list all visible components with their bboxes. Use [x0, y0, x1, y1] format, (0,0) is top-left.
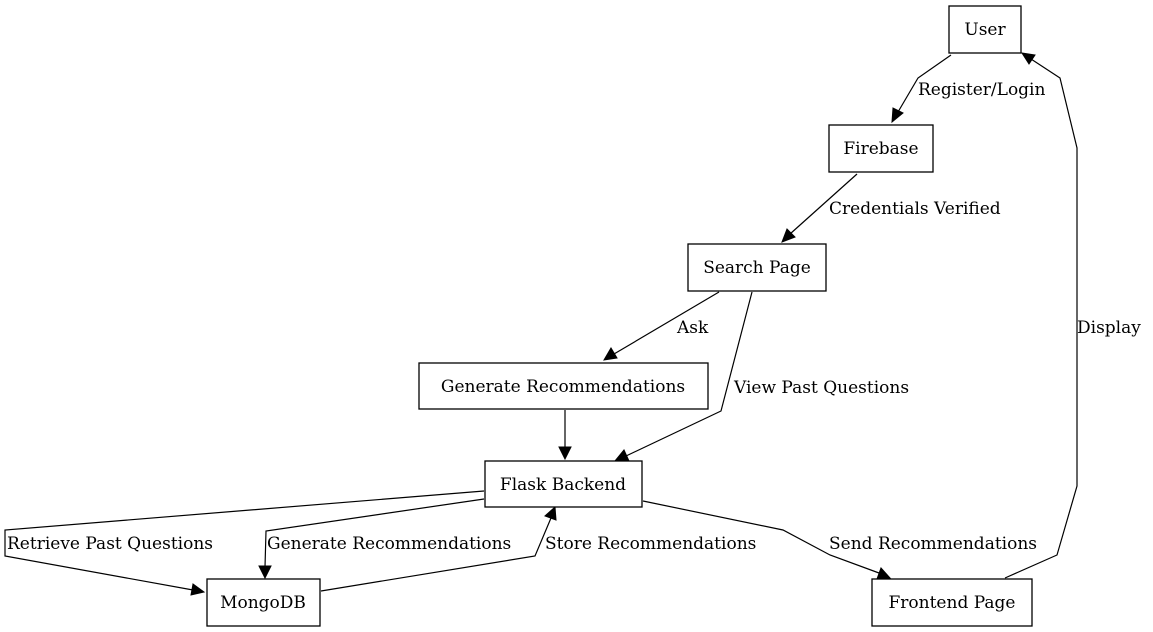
- edge-firebase-to-search-page: [781, 173, 858, 243]
- edge-user-to-firebase: [891, 54, 952, 124]
- edge-generate-recommendations-to-flask-backend: [558, 410, 572, 461]
- node-firebase-label: Firebase: [843, 139, 918, 159]
- node-mongodb: MongoDB: [206, 578, 321, 627]
- edge-label-ask: Ask: [676, 318, 709, 338]
- edge-label-display: Display: [1077, 318, 1141, 338]
- edge-label-view-past-questions: View Past Questions: [733, 378, 909, 398]
- node-generate-recommendations: Generate Recommendations: [418, 362, 709, 410]
- node-user-label: User: [964, 20, 1006, 40]
- edge-mongodb-to-flask-backend-store: [320, 505, 557, 592]
- node-flask-backend-label: Flask Backend: [500, 475, 626, 495]
- edge-search-page-to-generate-recommendations: [603, 291, 720, 361]
- node-search-page-label: Search Page: [703, 258, 811, 278]
- node-generate-recommendations-label: Generate Recommendations: [441, 377, 685, 397]
- node-search-page: Search Page: [687, 243, 827, 292]
- edge-label-generate-recommendations: Generate Recommendations: [267, 534, 511, 554]
- node-user: User: [948, 5, 1022, 54]
- node-flask-backend: Flask Backend: [484, 460, 643, 508]
- edge-flask-backend-to-mongodb-generate: [258, 498, 485, 580]
- edge-frontend-page-to-user: [1004, 52, 1078, 579]
- edge-label-retrieve-past-questions: Retrieve Past Questions: [7, 534, 213, 554]
- edge-label-store-recommendations: Store Recommendations: [545, 534, 756, 554]
- node-frontend-page-label: Frontend Page: [889, 593, 1016, 613]
- node-firebase: Firebase: [828, 124, 934, 173]
- edge-label-send-recommendations: Send Recommendations: [829, 534, 1037, 554]
- node-frontend-page: Frontend Page: [871, 578, 1033, 627]
- node-mongodb-label: MongoDB: [220, 593, 306, 613]
- edge-label-credentials-verified: Credentials Verified: [829, 199, 1001, 219]
- edge-label-register-login: Register/Login: [918, 80, 1045, 100]
- edge-flask-backend-to-mongodb-retrieve: [4, 490, 485, 596]
